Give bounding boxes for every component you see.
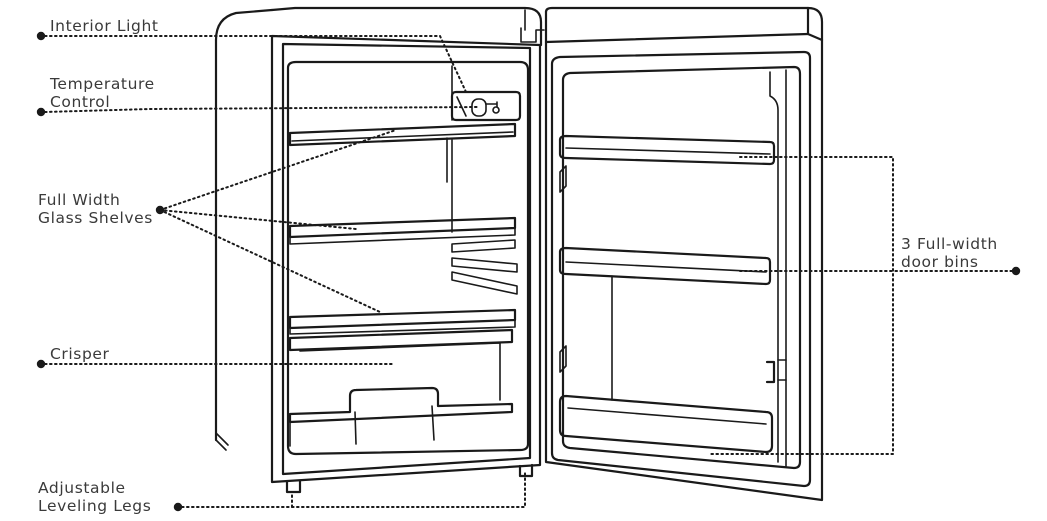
fridge-door	[544, 6, 824, 502]
label-temperature-control: Temperature Control	[50, 75, 155, 111]
glass-shelf-middle	[288, 216, 518, 295]
glass-shelf-top	[288, 122, 517, 147]
label-interior-light: Interior Light	[50, 17, 159, 35]
door-bin-top	[558, 134, 776, 166]
label-leveling-legs: Adjustable Leveling Legs	[38, 479, 152, 515]
leader-lines	[36, 31, 1021, 512]
temperature-control-knob	[450, 90, 522, 122]
glass-shelf-lower	[288, 308, 517, 335]
label-glass-shelves: Full Width Glass Shelves	[38, 191, 153, 227]
leveling-leg-right	[518, 463, 534, 478]
label-crisper: Crisper	[50, 345, 110, 363]
fridge-cabinet	[214, 6, 545, 494]
leveling-leg-left	[285, 479, 302, 494]
door-bin-bottom	[558, 394, 774, 454]
crisper-drawer	[288, 328, 514, 447]
door-bin-middle	[558, 246, 772, 401]
label-door-bins: 3 Full-width door bins	[901, 235, 998, 271]
